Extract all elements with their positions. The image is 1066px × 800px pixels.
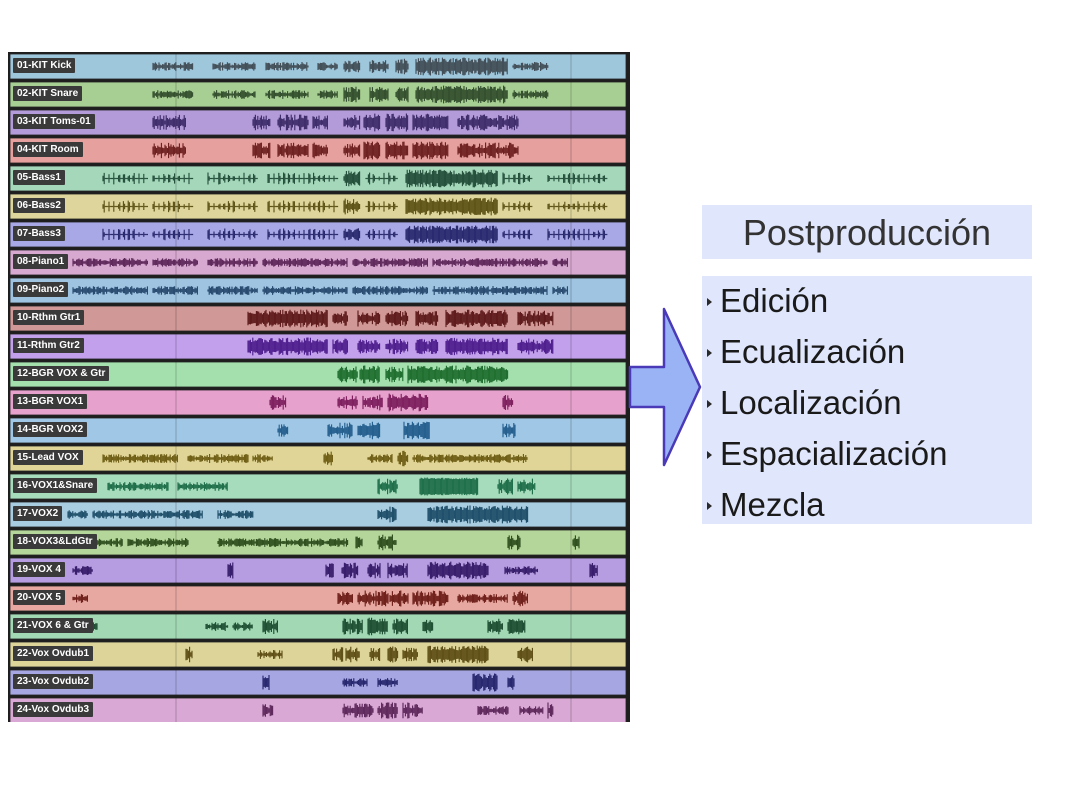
waveform (67, 505, 529, 524)
track-name: 08-Piano1 (13, 254, 69, 269)
track-name: 09-Piano2 (13, 282, 69, 297)
track-lane (9, 445, 627, 472)
waveform (72, 590, 528, 607)
track-name: 21-VOX 6 & Gtr (13, 618, 93, 633)
right-arrow-icon (628, 307, 702, 467)
waveform (72, 286, 568, 295)
waveform (107, 477, 536, 496)
bullet-item: Ecualización (702, 327, 905, 377)
track-name: 23-Vox Ovdub2 (13, 674, 94, 689)
track-name: 14-BGR VOX2 (13, 422, 88, 437)
triangle-bullet-icon (707, 298, 712, 307)
track-lane (9, 613, 627, 640)
waveform (277, 421, 516, 440)
panel-title: Postproducción (742, 212, 992, 253)
track-lane (9, 557, 627, 584)
track-name: 20-VOX 5 (13, 590, 65, 605)
waveform (72, 561, 598, 580)
bullet-item: Mezcla (702, 480, 825, 530)
title-box: Postproducción (702, 205, 1032, 259)
track-clip (9, 669, 627, 696)
track-lane (9, 361, 627, 388)
track-lane (9, 137, 627, 164)
bullet-label: Espacialización (720, 435, 948, 472)
track-name: 07-Bass3 (13, 226, 65, 241)
multitrack-session: 01-KIT Kick 02-KIT Snare 03-KIT Toms-01 04-… (8, 52, 630, 722)
waveform (152, 85, 549, 104)
track-name: 05-Bass1 (13, 170, 65, 185)
waveform (337, 365, 509, 384)
track-name: 24-Vox Ovdub3 (13, 702, 94, 717)
track-lane (9, 641, 627, 668)
track-name: 04-KIT Room (13, 142, 83, 157)
track-lane (9, 165, 627, 192)
waveform (262, 673, 515, 692)
bullet-label: Edición (720, 282, 829, 319)
track-lane (9, 389, 627, 416)
track-lane (9, 249, 627, 276)
triangle-bullet-icon (707, 400, 712, 409)
track-name: 19-VOX 4 (13, 562, 65, 577)
track-name: 02-KIT Snare (13, 86, 83, 101)
track-name: 17-VOX2 (13, 506, 63, 521)
track-lane (9, 473, 627, 500)
track-name: 16-VOX1&Snare (13, 478, 98, 493)
waveform (72, 258, 568, 267)
track-lane (9, 81, 627, 108)
track-lane (9, 109, 627, 136)
triangle-bullet-icon (707, 502, 712, 511)
track-lane (9, 585, 627, 612)
waveform (152, 113, 519, 132)
track-lane (9, 221, 627, 248)
track-lane (9, 305, 627, 332)
track-name: 12-BGR VOX & Gtr (13, 366, 110, 381)
waveform (102, 450, 528, 467)
bullet-label: Mezcla (720, 486, 825, 523)
track-name: 22-Vox Ovdub1 (13, 646, 94, 661)
waveform (152, 57, 549, 76)
track-name: 13-BGR VOX1 (13, 394, 88, 409)
track-name: 03-KIT Toms-01 (13, 114, 95, 129)
track-lane (9, 417, 627, 444)
waveform (247, 309, 554, 328)
track-lane (9, 697, 627, 722)
waveform (262, 702, 554, 719)
waveform (102, 169, 608, 188)
waveform (152, 141, 519, 160)
waveform (269, 393, 514, 412)
bullet-label: Ecualización (720, 333, 906, 370)
track-name: 15-Lead VOX (13, 450, 83, 465)
track-lane (9, 193, 627, 220)
bullet-label: Localización (720, 384, 902, 421)
triangle-bullet-icon (707, 349, 712, 358)
track-name: 11-Rthm Gtr2 (13, 338, 84, 353)
track-name: 06-Bass2 (13, 198, 65, 213)
track-name: 10-Rthm Gtr1 (13, 310, 85, 325)
bullet-item: Edición (702, 276, 828, 326)
triangle-bullet-icon (707, 451, 712, 460)
waveform (102, 197, 608, 216)
track-lane (9, 333, 627, 360)
track-lane (9, 501, 627, 528)
track-lane (9, 53, 627, 80)
track-lane (9, 277, 627, 304)
track-lane (9, 669, 627, 696)
waveform (102, 225, 608, 244)
track-name: 18-VOX3&LdGtr (13, 534, 97, 549)
track-labels: 01-KIT Kick 02-KIT Snare 03-KIT Toms-01 04-… (8, 52, 630, 722)
track-clip (9, 361, 627, 388)
track-clip (9, 389, 627, 416)
waveform (247, 337, 554, 356)
bullet-item: Espacialización (702, 429, 947, 479)
waveform-tracks (9, 53, 627, 722)
track-name: 01-KIT Kick (13, 58, 76, 73)
track-lane (9, 529, 627, 556)
bullet-item: Localización (702, 378, 902, 428)
track-clip (9, 417, 627, 444)
